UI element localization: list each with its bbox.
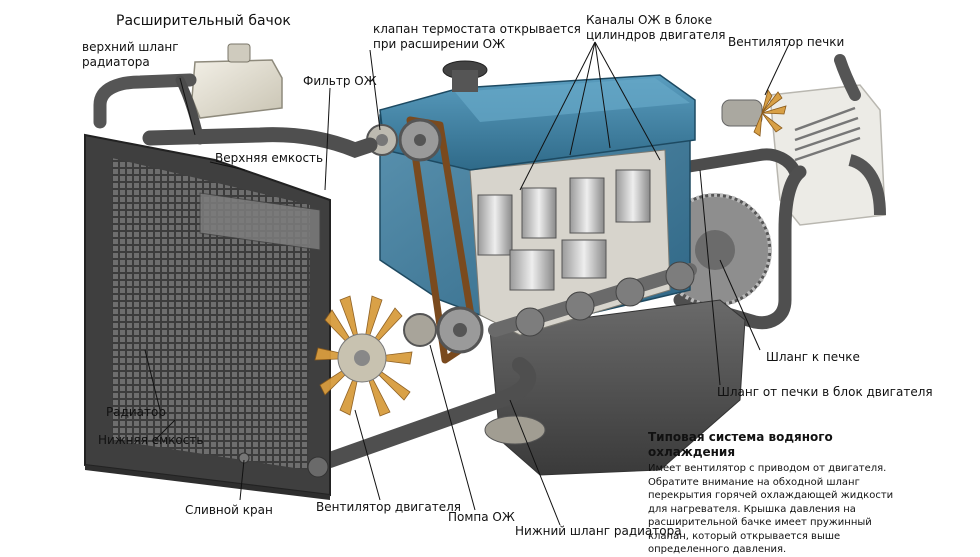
radiator-graphic — [84, 133, 331, 500]
description-block: Типовая система водяного охлаждения Имее… — [648, 430, 910, 557]
cylinder-head-graphic — [379, 60, 696, 171]
label-coolant-channels-line2: цилиндров двигателя — [586, 28, 726, 42]
label-drain-valve: Сливной кран — [185, 503, 273, 517]
label-lower-tank: Нижняя емкость — [98, 433, 204, 447]
engine-fan-graphic — [314, 295, 413, 417]
label-lower-hose: Нижний шланг радиатора — [515, 524, 682, 538]
label-thermostat-valve-line1: клапан термостата открывается — [373, 22, 581, 36]
heater-fan-graphic — [721, 89, 787, 137]
oil-pan-graphic — [489, 299, 746, 476]
label-upper-hose: верхний шланг радиатора — [82, 40, 179, 70]
expansion-tank-graphic — [191, 43, 283, 119]
label-upper-hose-line2: радиатора — [82, 55, 150, 69]
label-expansion-tank: Расширительный бачок — [116, 13, 291, 29]
label-heater-fan: Вентилятор печки — [728, 35, 845, 49]
timing-belt-graphic — [398, 116, 484, 364]
label-return-hose: Шланг от печки в блок двигателя — [717, 385, 933, 399]
description-title: Типовая система водяного охлаждения — [648, 430, 833, 459]
label-upper-hose-line1: верхний шланг — [82, 40, 179, 54]
heater-unit — [769, 54, 886, 226]
label-coolant-channels: Каналы ОЖ в блоке цилиндров двигателя — [586, 13, 726, 43]
label-thermostat-valve-line2: при расширении ОЖ — [373, 37, 506, 51]
label-coolant-filter: Фильтр ОЖ — [303, 74, 377, 88]
label-coolant-channels-line1: Каналы ОЖ в блоке — [586, 13, 713, 27]
radiator-hoses — [93, 73, 537, 468]
label-thermostat-valve: клапан термостата открывается при расшир… — [373, 22, 581, 52]
label-heater-hose: Шланг к печке — [766, 350, 860, 364]
leader-lines — [144, 41, 791, 526]
label-water-pump: Помпа ОЖ — [448, 510, 515, 524]
label-engine-fan: Вентилятор двигателя — [316, 500, 461, 514]
label-upper-tank: Верхняя емкость — [215, 151, 324, 165]
water-pump-graphic — [403, 313, 546, 445]
heater-hoses — [673, 148, 807, 330]
label-radiator: Радиатор — [106, 405, 166, 419]
description-body: Имеет вентилятор с приводом от двигателя… — [648, 463, 894, 555]
